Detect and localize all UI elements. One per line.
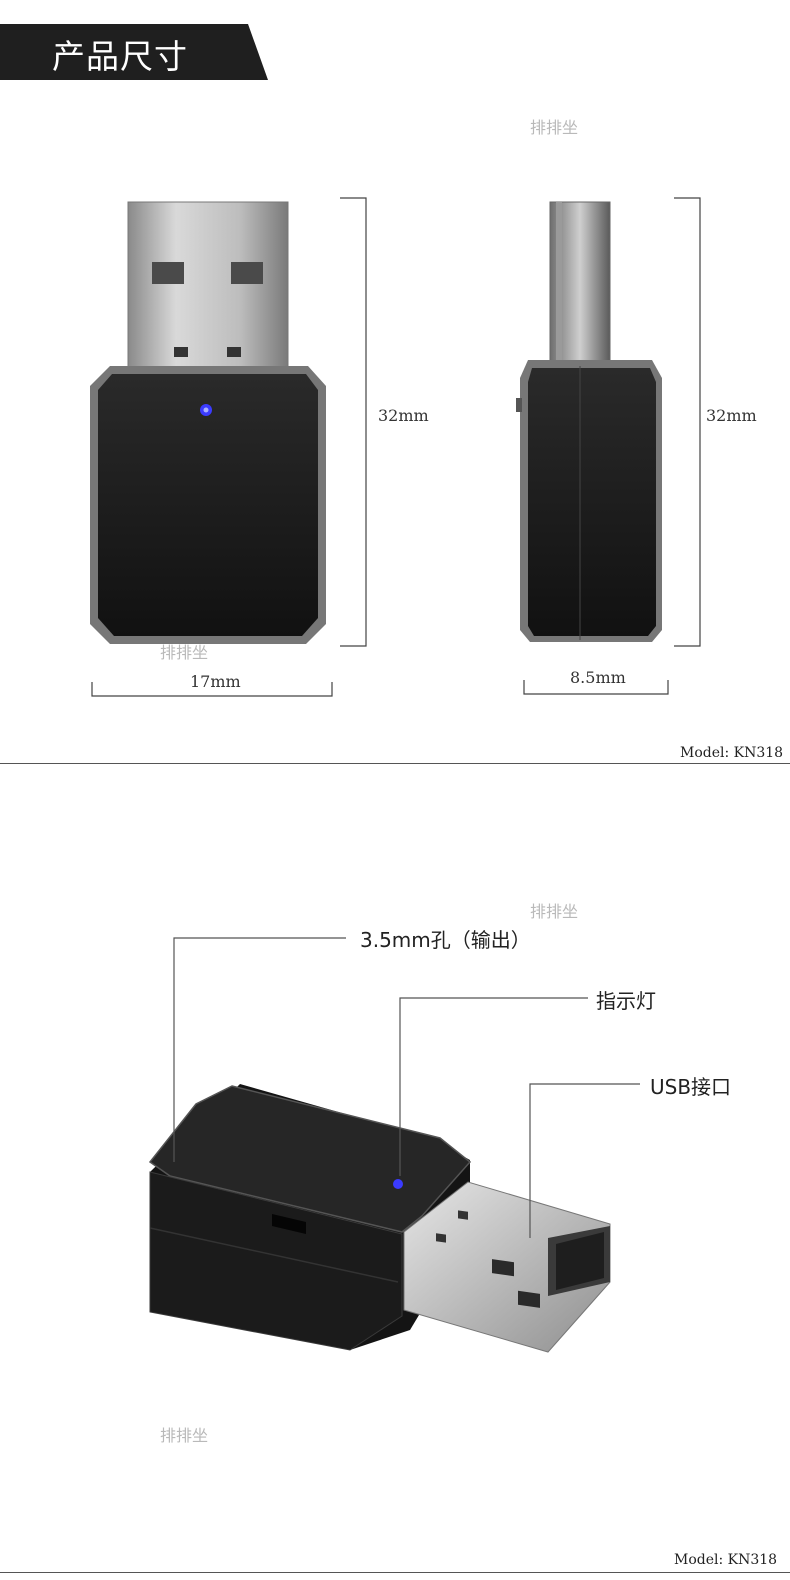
- model-label: Model: KN318: [674, 1552, 778, 1568]
- watermark: 排排坐: [160, 1426, 209, 1445]
- usb-dongle-perspective-illustration: [148, 1084, 611, 1353]
- callout-indicator-label: 指示灯: [596, 989, 656, 1013]
- side-height-dimension-line: [674, 197, 701, 647]
- section-title-banner: 产品尺寸: [0, 24, 268, 80]
- callout-line-indicator: [399, 997, 588, 1176]
- usb-dongle-side-illustration: [516, 201, 662, 642]
- watermark: 排排坐: [160, 643, 209, 662]
- divider-line: [0, 763, 790, 764]
- section-title: 产品尺寸: [52, 37, 188, 76]
- callout-jack-label: 3.5mm孔（输出）: [360, 928, 531, 952]
- front-height-dimension-line: [340, 197, 367, 647]
- front-height-label: 32mm: [378, 406, 429, 425]
- side-height-label: 32mm: [706, 406, 757, 425]
- side-width-label: 8.5mm: [570, 668, 626, 687]
- front-width-dimension-line: [91, 682, 333, 697]
- callout-usb-label: USB接口: [650, 1075, 732, 1099]
- watermark: 排排坐: [530, 902, 579, 921]
- callout-line-jack: [173, 937, 346, 1162]
- usb-dongle-front-illustration: [90, 201, 326, 644]
- watermark: 排排坐: [530, 118, 579, 137]
- divider-line: [0, 1572, 790, 1573]
- side-width-dimension-line: [523, 680, 669, 695]
- callout-line-usb: [529, 1083, 640, 1238]
- front-width-label: 17mm: [190, 672, 241, 691]
- model-label: Model: KN318: [680, 745, 784, 761]
